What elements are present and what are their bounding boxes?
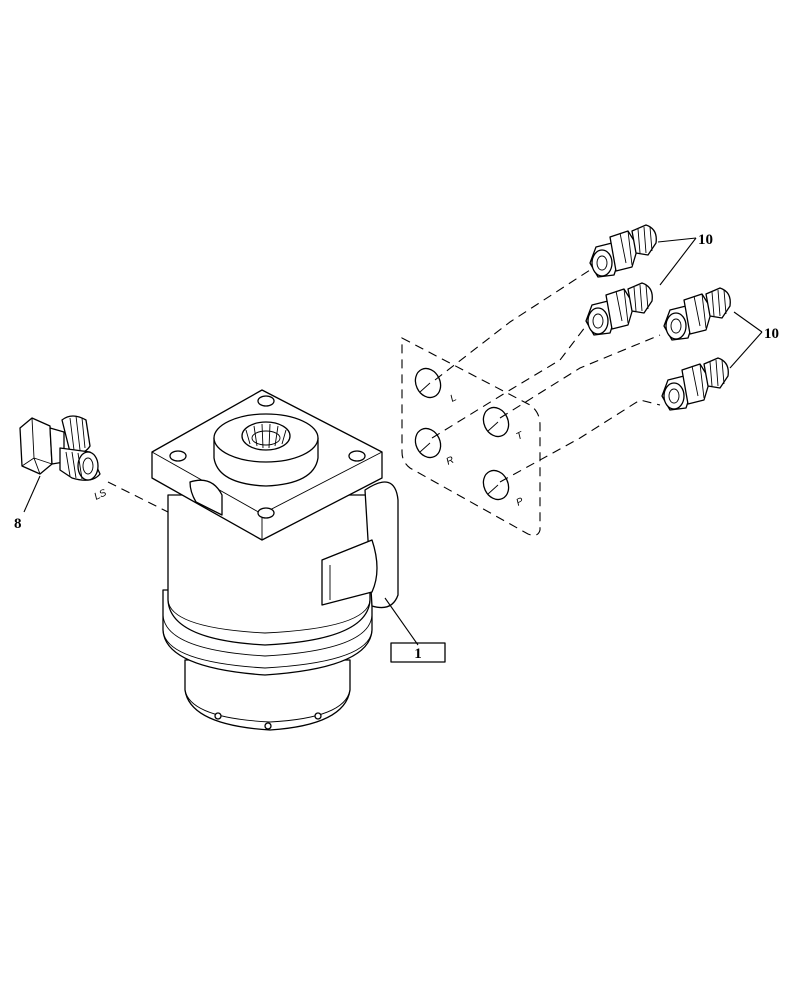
callout-item-10-top: 10 <box>698 232 713 248</box>
port-label-r: R <box>445 455 456 468</box>
leader-lines <box>23 237 763 646</box>
port-label-p: P <box>515 496 526 509</box>
fitting-10-a <box>589 224 657 278</box>
fitting-8 <box>19 415 101 481</box>
port-label-t: T <box>515 430 526 443</box>
fitting-10-d <box>661 357 729 411</box>
port-plate <box>401 337 541 536</box>
fitting-10-c <box>663 287 731 341</box>
steering-unit-body <box>151 389 399 731</box>
callout-item-10-right: 10 <box>764 326 779 342</box>
callout-item-8: 8 <box>14 516 22 532</box>
callout-box-item-1 <box>390 642 446 663</box>
fitting-10-b <box>585 282 653 336</box>
port-label-l: L <box>449 392 459 404</box>
port-label-ls: LS <box>93 487 109 502</box>
callout-item-1: 1 <box>414 646 422 662</box>
assembly-paths <box>107 269 661 513</box>
